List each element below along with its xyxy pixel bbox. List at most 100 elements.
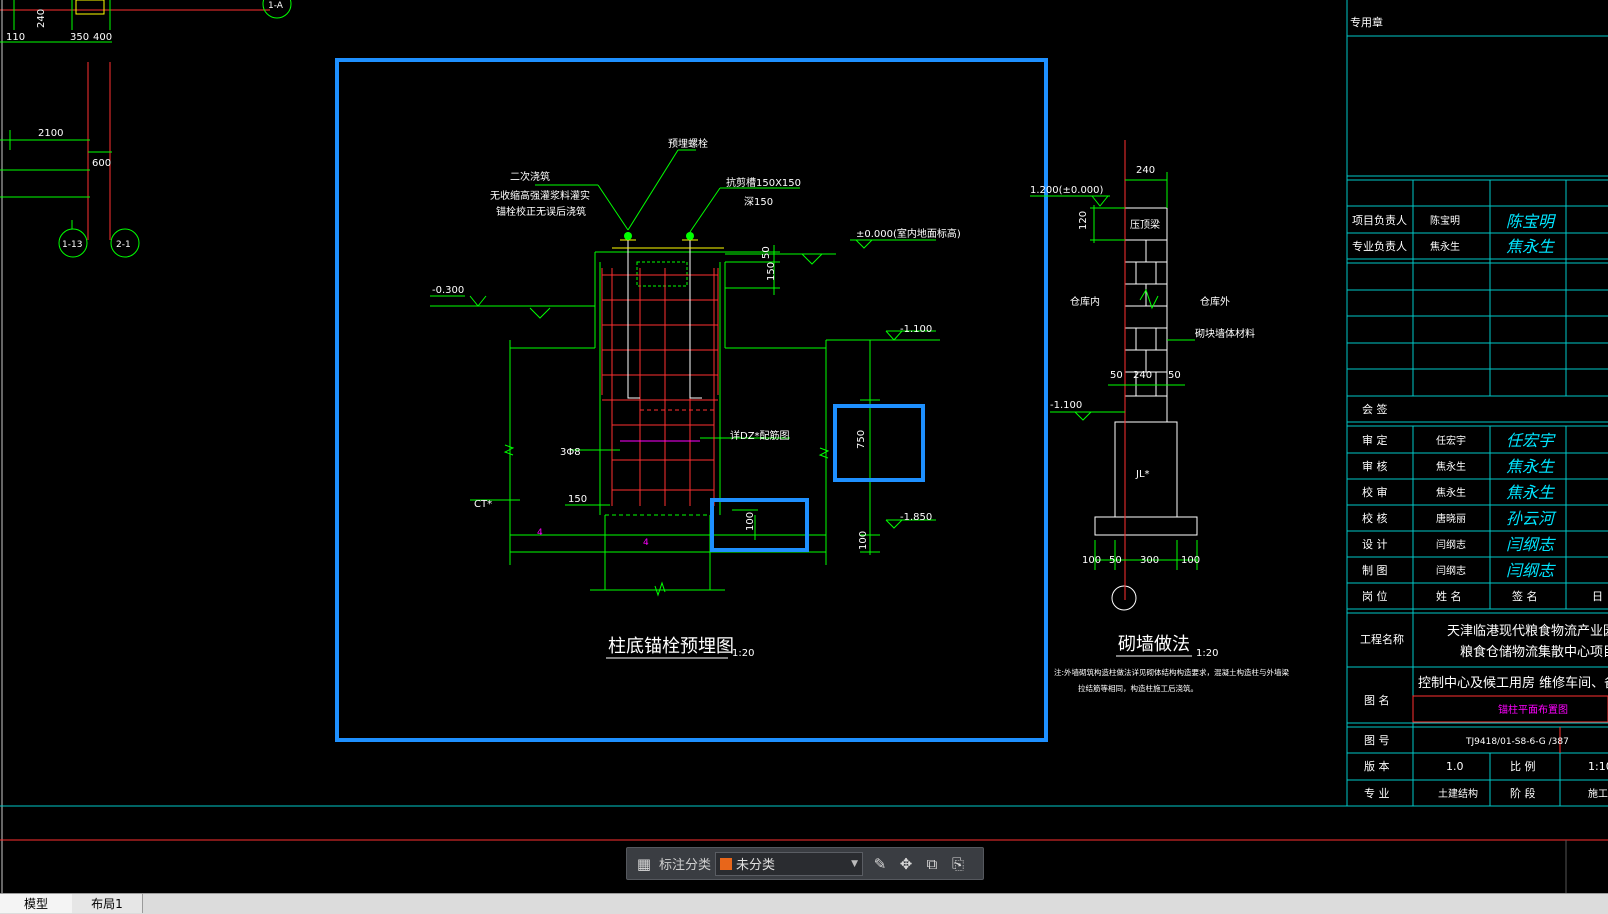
label-ct: CT* (474, 499, 492, 510)
note-groove-depth: 深150 (744, 196, 773, 208)
move-icon[interactable]: ✥ (899, 854, 913, 873)
wall-dim: 240 (1133, 370, 1152, 381)
category-select[interactable]: 未分类 ▼ (715, 851, 864, 876)
dim-100: 100 (858, 531, 869, 550)
dim-750: 750 (856, 430, 867, 449)
role-name: 焦永生 (1436, 460, 1466, 473)
section-mark: 4 (537, 528, 543, 538)
dim-text: 2100 (38, 128, 63, 139)
wall-cap-beam: 压顶梁 (1130, 218, 1160, 231)
stage-label: 阶 段 (1510, 786, 1536, 800)
layout-tab-bar: 模型 布局1 (0, 893, 1608, 914)
number-label: 图 号 (1364, 734, 1390, 747)
special-seal: 专用章 (1350, 15, 1383, 29)
wall-elev-m1100: -1.100 (1050, 400, 1082, 411)
dim-150: 150 (766, 262, 777, 281)
wall-dim-240: 240 (1136, 165, 1155, 176)
role-label: 校 审 (1362, 485, 1388, 499)
top-left-fragment (0, 0, 292, 900)
grid-label: 2-1 (116, 240, 131, 250)
role-label: 审 定 (1362, 433, 1388, 447)
dim-text: 400 (93, 32, 112, 43)
dim-100: 100 (745, 512, 756, 531)
chevron-down-icon[interactable]: ▼ (851, 858, 859, 869)
drawing-line-2: 锚柱平面布置图 (1498, 703, 1568, 716)
wall-dim-120: 120 (1078, 211, 1089, 230)
note-anchor-bolt: 预埋螺栓 (668, 137, 708, 150)
dim-150: 150 (568, 494, 587, 505)
wall-dim: 100 (1181, 555, 1200, 566)
selection-frame[interactable] (335, 58, 1048, 742)
role-label: 设 计 (1362, 538, 1388, 551)
elevation-m0300: -0.300 (432, 285, 464, 296)
role-label: 校 核 (1362, 511, 1388, 525)
wall-dim: 50 (1168, 370, 1181, 381)
wall-dim: 300 (1140, 555, 1159, 566)
grid-label: 1-A (268, 1, 284, 11)
discipline-lead-label: 专业负责人 (1352, 239, 1407, 253)
annotation-toolbar: ▦ 标注分类 未分类 ▼ ✎ ✥ ⧉ ⎘ (626, 847, 984, 880)
signature: 孙云河 (1506, 509, 1557, 528)
signature: 焦永生 (1506, 483, 1556, 502)
wall-beam: JL* (1135, 469, 1150, 480)
role-name: 闫纲志 (1436, 538, 1466, 551)
wall-note-2: 拉结筋等相同，构造柱施工后浇筑。 (1078, 683, 1198, 693)
detail-column-anchor: 4 4 二次浇筑 无收缩高强灌浆料灌实 锚栓校正无误后浇筑 预埋螺栓 抗剪槽15… (430, 137, 961, 659)
note-grout-1: 无收缩高强灌浆料灌实 (490, 189, 590, 202)
role-name: 唐晓丽 (1436, 512, 1466, 525)
note-groove: 抗剪槽150X150 (726, 176, 801, 189)
detail-wall: 1.200(±0.000) 240 120 压顶梁 仓库内 仓库外 砌块墙体材料… (1030, 140, 1290, 693)
note-rebar: 3Φ8 (560, 447, 581, 458)
wall-dim: 50 (1109, 555, 1122, 566)
edit-icon[interactable]: ✎ (873, 854, 887, 873)
wall-inside: 仓库内 (1070, 295, 1100, 308)
highlight-box-100[interactable] (710, 498, 809, 552)
ratio-value: 1:10 (1588, 760, 1608, 773)
highlight-box-750[interactable] (833, 404, 925, 482)
dim-text: 240 (36, 9, 47, 28)
elevation-000: ±0.000(室内地面标高) (856, 227, 961, 240)
paste-icon[interactable]: ⎘ (952, 854, 965, 873)
drawing-line-1: 控制中心及候工用房 维修车间、备 (1418, 675, 1608, 691)
version-value: 1.0 (1446, 760, 1464, 773)
role-label: 审 核 (1362, 459, 1388, 473)
note-secondary-pour: 二次浇筑 (510, 170, 550, 183)
project-line-1: 天津临港现代粮食物流产业园区 (1447, 623, 1608, 639)
category-value: 未分类 (736, 858, 776, 873)
title-block: 专用章 项目负责人 陈宝明 专业负责人 焦永生 会 签 审 定 任宏宇 审 核 … (1346, 0, 1608, 807)
dim-text: 600 (92, 158, 111, 169)
wall-outside: 仓库外 (1200, 295, 1230, 308)
toolbar-label: 标注分类 (659, 858, 712, 873)
signature: 闫纲志 (1506, 561, 1556, 580)
wall-material: 砌块墙体材料 (1195, 327, 1255, 340)
signature: 陈宝明 (1506, 212, 1557, 231)
dim-50: 50 (761, 246, 772, 259)
detail-scale: 1:20 (1196, 648, 1218, 659)
tab-layout1[interactable]: 布局1 (72, 894, 143, 913)
detail-title: 柱底锚栓预埋图 (608, 636, 734, 657)
elevation-m1850: -1.850 (900, 512, 932, 523)
wall-note-1: 注:外墙砌筑构造柱做法详见砌体结构构造要求，混凝土构造柱与外墙梁 (1054, 667, 1290, 677)
stage-value: 施工 (1588, 787, 1608, 800)
note-see-dz: 详DZ*配筋图 (730, 429, 790, 442)
discipline-value: 土建结构 (1438, 787, 1478, 800)
header-date: 日 (1592, 590, 1603, 603)
wall-dim: 100 (1082, 555, 1101, 566)
dim-text: 350 (70, 32, 89, 43)
color-swatch (720, 857, 733, 870)
tab-model[interactable]: 模型 (0, 894, 73, 913)
signature: 闫纲志 (1506, 535, 1556, 554)
number-value: TJ9418/01-S8-6-G /387 (1465, 737, 1569, 747)
role-name: 闫纲志 (1436, 564, 1466, 577)
role-name: 焦永生 (1436, 486, 1466, 499)
signature: 任宏宇 (1506, 431, 1556, 450)
grid-icon[interactable]: ▦ (636, 854, 652, 873)
copy-icon[interactable]: ⧉ (926, 854, 938, 873)
section-mark: 4 (643, 538, 649, 548)
header-post: 岗 位 (1362, 589, 1388, 603)
discipline-lead-name: 焦永生 (1430, 240, 1460, 253)
signature: 焦永生 (1506, 237, 1556, 256)
drawing-label: 图 名 (1364, 693, 1390, 707)
role-name: 任宏宇 (1436, 434, 1466, 447)
